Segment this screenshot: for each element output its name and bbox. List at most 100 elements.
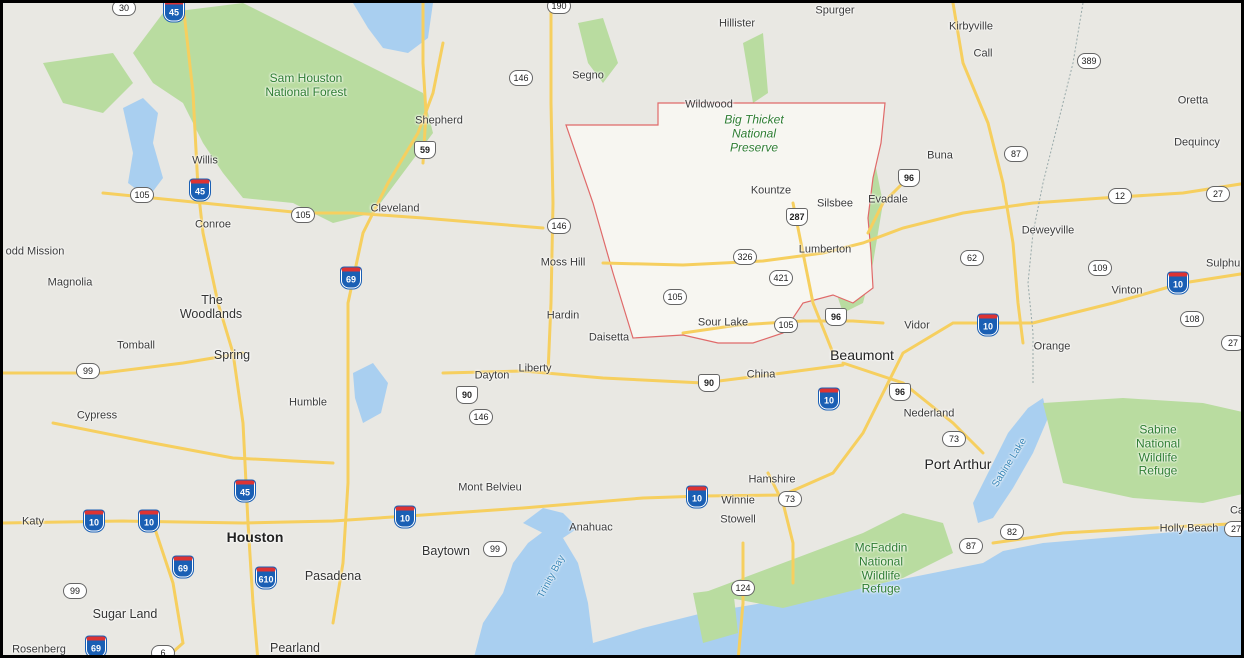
highway-shield-124[interactable]: 124 bbox=[731, 580, 755, 596]
interstate-shield-69-houston[interactable]: 69 bbox=[173, 556, 193, 578]
city-buna[interactable]: Buna bbox=[927, 149, 953, 162]
city-sulphur[interactable]: Sulphur bbox=[1206, 257, 1244, 270]
city-beaumont[interactable]: Beaumont bbox=[830, 347, 894, 363]
interstate-shield-10-winnie[interactable]: 10 bbox=[687, 486, 707, 508]
city-winnie[interactable]: Winnie bbox=[721, 494, 755, 507]
city-holly-beach[interactable]: Holly Beach bbox=[1159, 522, 1219, 535]
highway-shield-99-sugar-land[interactable]: 99 bbox=[63, 583, 87, 599]
city-dequincy[interactable]: Dequincy bbox=[1174, 136, 1220, 149]
city-magnolia[interactable]: Magnolia bbox=[47, 276, 93, 289]
city-houston[interactable]: Houston bbox=[226, 529, 284, 545]
city-kirbyville[interactable]: Kirbyville bbox=[948, 20, 994, 33]
interstate-shield-610[interactable]: 610 bbox=[256, 567, 276, 589]
highway-shield-82[interactable]: 82 bbox=[1000, 524, 1024, 540]
city-deweyville[interactable]: Deweyville bbox=[1021, 224, 1075, 237]
city-odd-mission[interactable]: odd Mission bbox=[5, 245, 65, 258]
city-silsbee[interactable]: Silsbee bbox=[816, 197, 854, 210]
us-shield-287[interactable]: 287 bbox=[786, 208, 808, 226]
city-tomball[interactable]: Tomball bbox=[117, 339, 155, 352]
city-evadale[interactable]: Evadale bbox=[868, 193, 908, 206]
highway-shield-99-tomball[interactable]: 99 bbox=[76, 363, 100, 379]
city-hamshire[interactable]: Hamshire bbox=[748, 473, 796, 486]
park-big-thicket-label[interactable]: Big Thicket National Preserve bbox=[724, 112, 784, 154]
city-lumberton[interactable]: Lumberton bbox=[798, 243, 852, 256]
park-mcfaddin-label[interactable]: McFaddin National Wildlife Refuge bbox=[854, 540, 908, 596]
city-humble[interactable]: Humble bbox=[289, 396, 327, 409]
us-shield-96-lumberton[interactable]: 96 bbox=[825, 308, 847, 326]
interstate-shield-10-beaumont[interactable]: 10 bbox=[819, 388, 839, 410]
interstate-shield-69-north[interactable]: 69 bbox=[341, 267, 361, 289]
city-spurger[interactable]: Spurger bbox=[815, 4, 855, 17]
park-sam-houston-label[interactable]: Sam Houston National Forest bbox=[265, 71, 347, 99]
city-baytown[interactable]: Baytown bbox=[422, 543, 470, 558]
city-nederland[interactable]: Nederland bbox=[903, 407, 955, 420]
highway-shield-146-mid[interactable]: 146 bbox=[547, 218, 571, 234]
highway-shield-27-east[interactable]: 27 bbox=[1221, 335, 1241, 351]
interstate-shield-45-conroe[interactable]: 45 bbox=[190, 179, 210, 201]
highway-shield-108[interactable]: 108 bbox=[1180, 311, 1204, 327]
us-shield-96-north[interactable]: 96 bbox=[898, 169, 920, 187]
city-the-woodlands-1[interactable]: The bbox=[201, 292, 223, 307]
city-pasadena[interactable]: Pasadena bbox=[304, 568, 362, 583]
city-hardin[interactable]: Hardin bbox=[546, 309, 580, 322]
city-stowell[interactable]: Stowell bbox=[720, 513, 756, 526]
interstate-shield-10-katy[interactable]: 10 bbox=[84, 510, 104, 532]
city-vidor[interactable]: Vidor bbox=[904, 319, 930, 332]
city-dayton[interactable]: Dayton bbox=[474, 369, 510, 382]
highway-shield-87-south[interactable]: 87 bbox=[959, 538, 983, 554]
highway-shield-105-west[interactable]: 105 bbox=[130, 187, 154, 203]
highway-shield-73-port-arthur[interactable]: 73 bbox=[942, 431, 966, 447]
highway-shield-62[interactable]: 62 bbox=[960, 250, 984, 266]
city-call[interactable]: Call bbox=[973, 47, 993, 60]
city-china[interactable]: China bbox=[746, 368, 776, 381]
park-sabine-refuge-label[interactable]: Sabine National Wildlife Refuge bbox=[1135, 422, 1181, 478]
city-spring[interactable]: Spring bbox=[213, 347, 251, 362]
city-pearland[interactable]: Pearland bbox=[269, 640, 321, 655]
city-orange[interactable]: Orange bbox=[1033, 340, 1071, 353]
highway-shield-109[interactable]: 109 bbox=[1088, 260, 1112, 276]
us-shield-90-dayton[interactable]: 90 bbox=[456, 386, 478, 404]
highway-shield-12[interactable]: 12 bbox=[1108, 188, 1132, 204]
highway-shield-6[interactable]: 6 bbox=[151, 645, 175, 655]
city-daisetta[interactable]: Daisetta bbox=[588, 331, 630, 344]
us-shield-90-china[interactable]: 90 bbox=[698, 374, 720, 392]
city-segno[interactable]: Segno bbox=[572, 69, 604, 82]
interstate-shield-10-west[interactable]: 10 bbox=[139, 510, 159, 532]
city-cleveland[interactable]: Cleveland bbox=[370, 202, 420, 215]
city-ca[interactable]: Ca bbox=[1229, 504, 1244, 517]
highway-shield-30[interactable]: 30 bbox=[112, 3, 136, 16]
us-shield-59[interactable]: 59 bbox=[414, 141, 436, 159]
highway-shield-146-north[interactable]: 146 bbox=[509, 70, 533, 86]
highway-shield-389[interactable]: 389 bbox=[1077, 53, 1101, 69]
city-sour-lake[interactable]: Sour Lake bbox=[697, 316, 749, 329]
highway-shield-87-north[interactable]: 87 bbox=[1004, 146, 1028, 162]
city-willis[interactable]: Willis bbox=[192, 154, 218, 167]
interstate-shield-10-vidor[interactable]: 10 bbox=[978, 314, 998, 336]
city-hillister[interactable]: Hillister bbox=[718, 17, 756, 30]
highway-shield-190[interactable]: 190 bbox=[547, 3, 571, 14]
city-oretta[interactable]: Oretta bbox=[1177, 94, 1209, 107]
highway-shield-421[interactable]: 421 bbox=[769, 270, 793, 286]
highway-shield-146-south[interactable]: 146 bbox=[469, 409, 493, 425]
city-sugar-land[interactable]: Sugar Land bbox=[92, 606, 158, 621]
highway-shield-105-conroe[interactable]: 105 bbox=[291, 207, 315, 223]
highway-shield-73-hamshire[interactable]: 73 bbox=[778, 491, 802, 507]
city-katy[interactable]: Katy bbox=[21, 515, 45, 528]
highway-shield-27-north[interactable]: 27 bbox=[1206, 186, 1230, 202]
us-shield-96-beaumont[interactable]: 96 bbox=[889, 383, 911, 401]
city-port-arthur[interactable]: Port Arthur bbox=[924, 456, 992, 472]
highway-shield-326[interactable]: 326 bbox=[733, 249, 757, 265]
interstate-shield-69-south[interactable]: 69 bbox=[86, 636, 106, 655]
city-the-woodlands-2[interactable]: Woodlands bbox=[179, 306, 243, 321]
interstate-shield-10-baytown[interactable]: 10 bbox=[395, 506, 415, 528]
highway-shield-105-sour-lake[interactable]: 105 bbox=[774, 317, 798, 333]
interstate-shield-45-north[interactable]: 45 bbox=[164, 3, 184, 22]
city-shepherd[interactable]: Shepherd bbox=[415, 114, 463, 127]
interstate-shield-10-east[interactable]: 10 bbox=[1168, 272, 1188, 294]
highway-shield-27-holly-beach[interactable]: 27 bbox=[1224, 521, 1241, 537]
city-moss-hill[interactable]: Moss Hill bbox=[540, 256, 586, 269]
city-kountze[interactable]: Kountze bbox=[750, 184, 792, 197]
city-rosenberg[interactable]: Rosenberg bbox=[12, 643, 66, 656]
highway-shield-105-mid[interactable]: 105 bbox=[663, 289, 687, 305]
